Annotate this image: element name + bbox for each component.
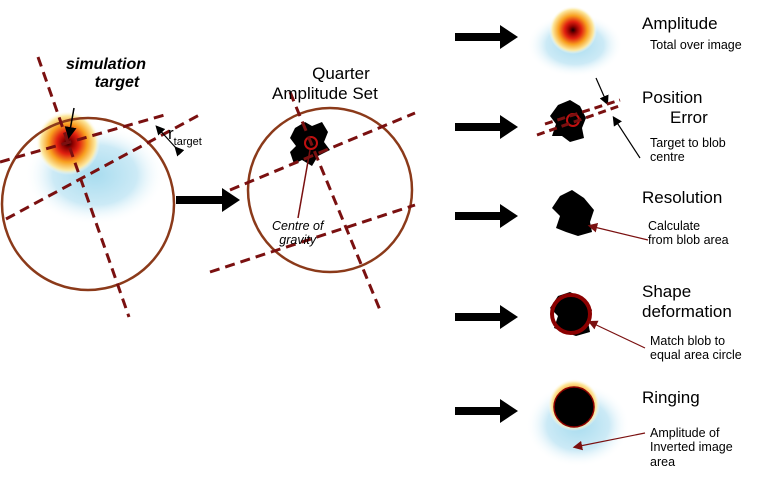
simulation-label-line1: simulation — [66, 56, 147, 73]
simulation-panel — [0, 56, 204, 318]
ringing-row — [455, 379, 646, 467]
shape-annotation-line — [587, 320, 646, 349]
quarter-amplitude-title: Quarter Amplitude Set — [272, 64, 378, 103]
shape-desc-line2: equal area circle — [650, 348, 742, 363]
amplitude-desc: Total over image — [650, 38, 742, 52]
position-dash-a — [536, 103, 623, 137]
centre-of-gravity-label: Centre of gravity — [272, 219, 323, 248]
left-dashed-line-b — [0, 112, 169, 164]
position-title-line1: Position — [642, 88, 703, 107]
position-annotation-line — [612, 115, 641, 159]
ringing-desc-line2: Inverted image — [650, 440, 733, 455]
centre-label-line2: gravity — [279, 233, 317, 248]
left-dashed-line-a — [5, 111, 204, 221]
shape-deformation-row — [455, 292, 646, 349]
quarter-amplitude-panel — [209, 91, 416, 311]
shape-desc-line1: Match blob to — [650, 334, 726, 348]
position-dash-b — [544, 98, 621, 126]
ringing-desc-line3: area — [650, 454, 676, 469]
resolution-annotation-line — [587, 223, 649, 241]
quarter-title-line1: Quarter — [312, 64, 370, 83]
shape-title-line2: deformation — [642, 301, 732, 321]
radius-label-main: r — [168, 124, 174, 143]
ringing-desc: Amplitude of Inverted image area — [650, 426, 733, 469]
flow-arrow-ringing — [455, 399, 518, 423]
middle-dashed-line-c — [288, 91, 382, 311]
centre-label-line1: Centre of — [272, 219, 324, 233]
inverted-area — [553, 386, 595, 428]
radius-arrow — [155, 125, 185, 157]
position-error-desc: Target to blob centre — [650, 136, 726, 165]
resolution-blob — [552, 190, 594, 236]
quarter-title-line2: Amplitude Set — [272, 83, 378, 103]
shape-deformation-desc: Match blob to equal area circle — [650, 334, 742, 363]
radius-label-sub: target — [173, 136, 202, 148]
resolution-desc: Calculate from blob area — [648, 219, 729, 248]
left-target-circle — [0, 116, 176, 292]
amplitude-annotation-line — [595, 77, 609, 106]
flow-arrow-resolution — [455, 204, 518, 228]
flow-arrow-shape — [455, 305, 518, 329]
flow-arrow-1 — [176, 188, 240, 212]
position-title-line2: Error — [670, 107, 708, 127]
centre-pointer — [297, 149, 311, 219]
position-desc-line1: Target to blob — [650, 136, 726, 150]
resolution-row — [455, 190, 649, 241]
ringing-title: Ringing — [642, 388, 700, 407]
middle-dashed-line-b — [209, 203, 416, 274]
position-desc-line2: centre — [650, 150, 685, 165]
centre-of-gravity-ring — [304, 136, 318, 150]
shape-title-line1: Shape — [642, 282, 692, 301]
flow-arrow-position — [455, 115, 518, 139]
radius-label: rtarget — [168, 124, 202, 148]
amplitude-row — [455, 6, 623, 106]
simulation-target-label: simulation target — [66, 56, 146, 93]
flow-arrow-amplitude — [455, 25, 518, 49]
position-error-row — [455, 98, 641, 159]
left-dashed-line-c — [36, 56, 131, 318]
position-error-title: Position Error — [642, 88, 708, 127]
resolution-title: Resolution — [642, 188, 723, 207]
shape-deformation-title: Shape deformation — [642, 282, 732, 321]
shape-blob — [550, 292, 592, 336]
ringing-desc-line1: Amplitude of — [650, 426, 720, 440]
ringing-annotation-line — [572, 432, 646, 451]
target-pointer-arrow — [64, 107, 77, 139]
resolution-desc-line1: Calculate — [648, 219, 701, 233]
equal-area-circle — [550, 293, 592, 335]
middle-target-circle — [246, 106, 414, 274]
resolution-desc-line2: from blob area — [648, 233, 729, 248]
amplitude-title: Amplitude — [642, 14, 718, 33]
middle-dashed-line-a — [229, 111, 416, 192]
amplitude-hotspot — [549, 6, 597, 54]
simulation-label-line2: target — [94, 74, 140, 92]
